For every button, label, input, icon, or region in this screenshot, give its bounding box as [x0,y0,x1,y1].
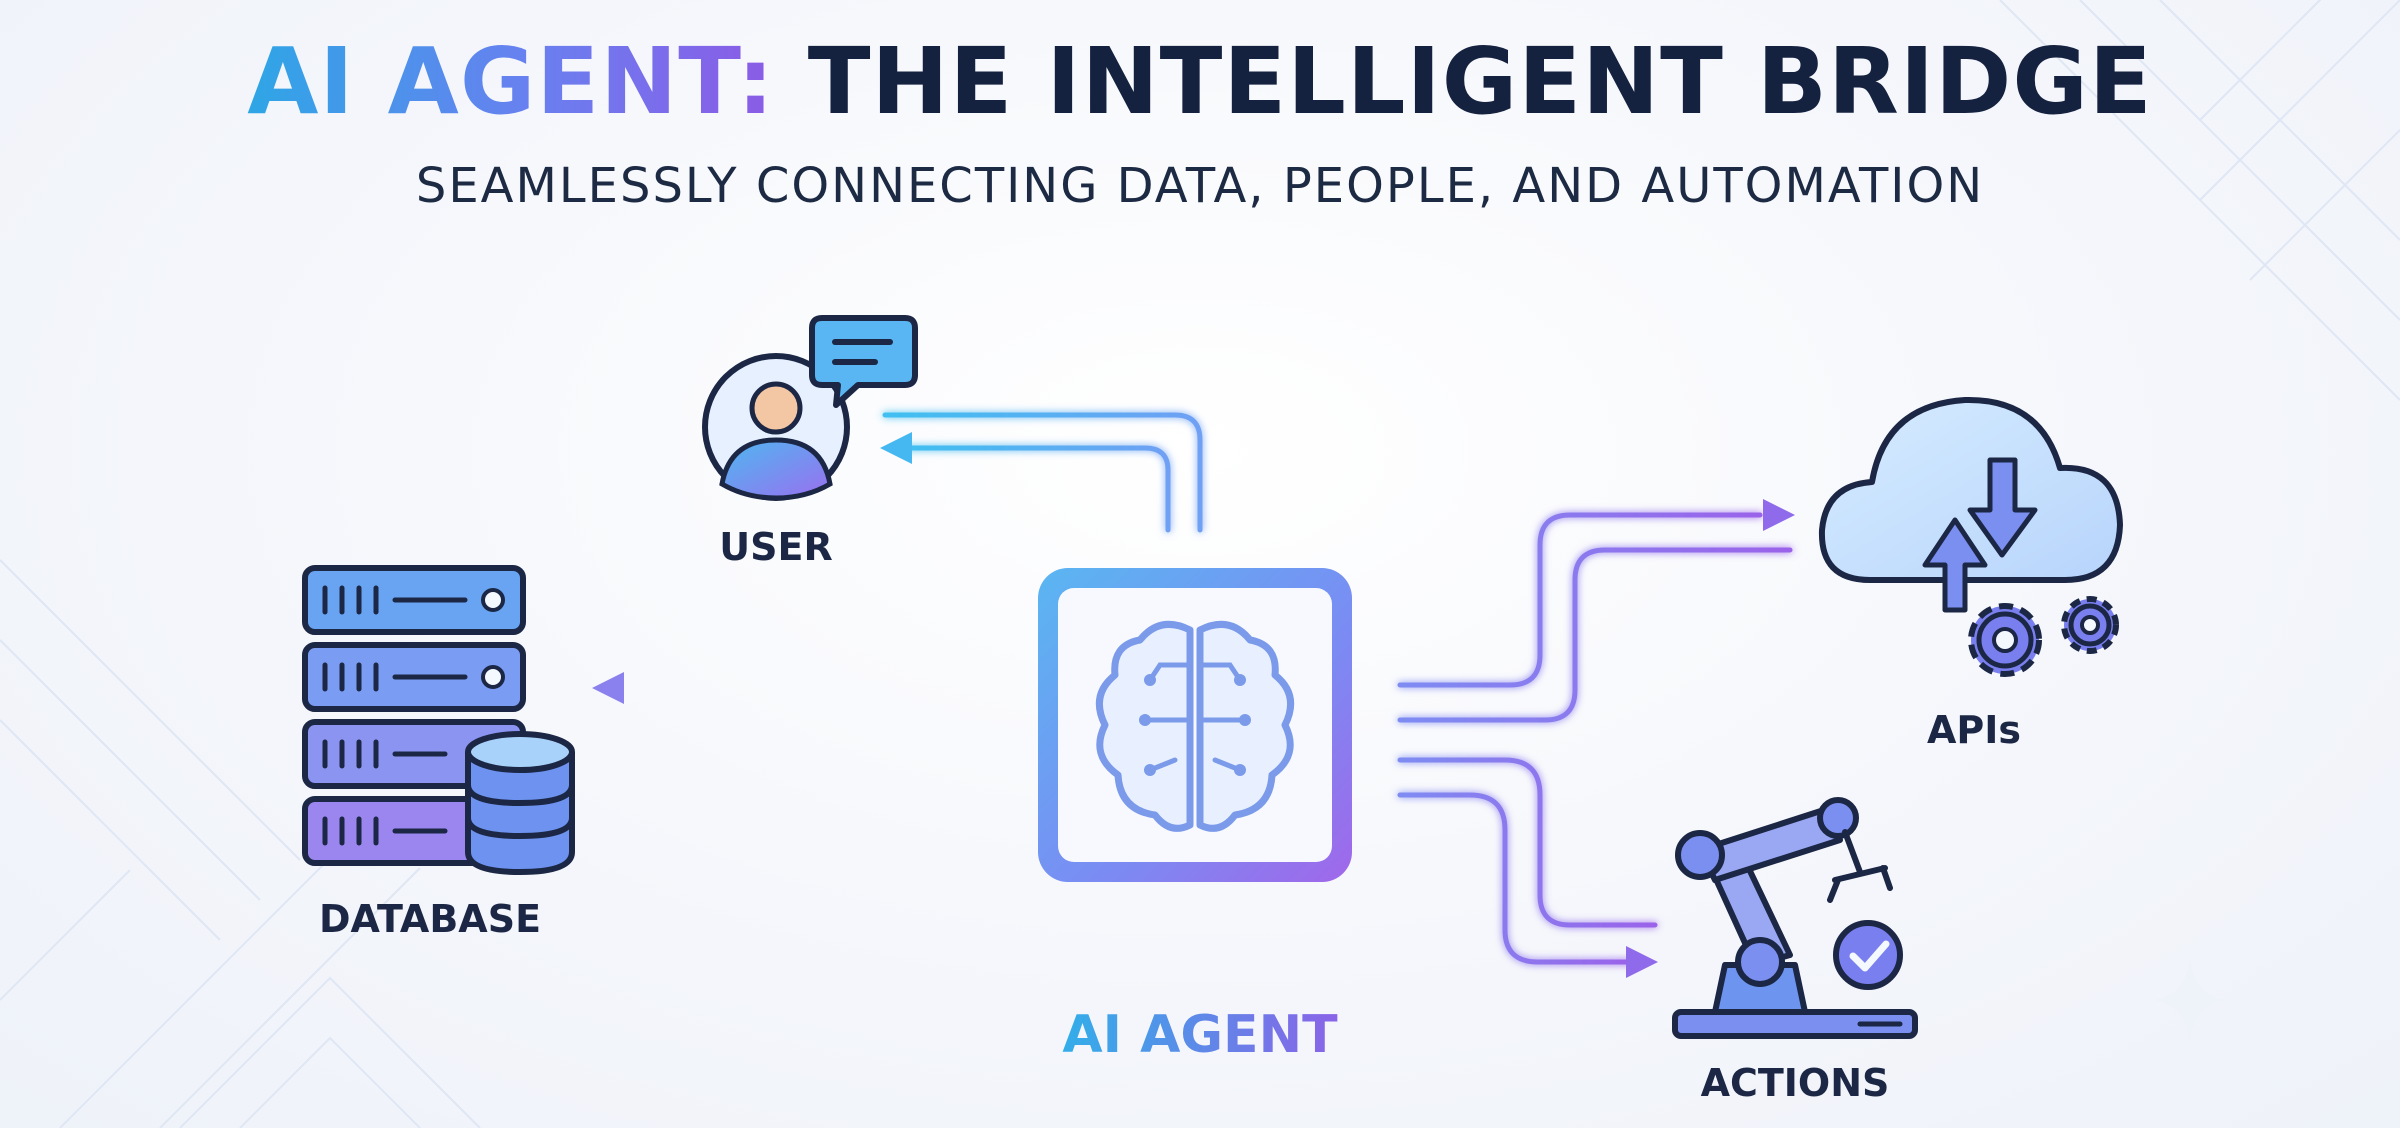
title-rest: THE INTELLIGENT BRIDGE [807,28,2153,135]
arrow-to-actions [1626,946,1658,978]
arrow-to-database [592,672,624,704]
gear-icon [1968,603,2042,677]
user-chat-icon [702,315,918,501]
gear-icon [2061,596,2119,654]
connector-actions [1397,757,1658,965]
arrow-to-apis [1763,499,1795,531]
database-server-icon [302,565,575,876]
title-accent: AI AGENT: [247,28,775,135]
page-subtitle: SEAMLESSLY CONNECTING DATA, PEOPLE, AND … [415,158,1985,214]
actions-label: ACTIONS [1701,1061,1890,1105]
brain-chip-icon [955,485,1430,965]
connector-apis [1397,512,1793,723]
connector-user [882,412,1203,533]
cloud-sync-gears-icon [1818,396,2123,677]
arrow-to-user [880,432,912,464]
apis-label: APIs [1927,708,2021,752]
robot-arm-icon [1672,797,1918,1039]
page-title: AI AGENT: THE INTELLIGENT BRIDGE [0,28,2400,135]
sparkle-icon [2155,960,2225,1040]
database-label: DATABASE [319,897,541,941]
agent-label: AI AGENT [1062,1005,1338,1065]
user-label: USER [719,525,832,569]
connector-database [595,685,1003,725]
